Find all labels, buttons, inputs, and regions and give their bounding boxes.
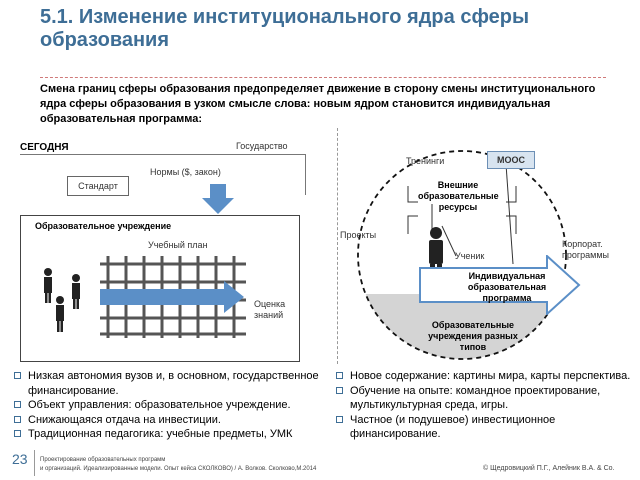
ecosystem-circle bbox=[357, 150, 567, 360]
list-item: Объект управления: образовательное учреж… bbox=[14, 398, 336, 413]
iep-label: Индивидуальная образовательная программа bbox=[467, 271, 547, 303]
list-item: Обучение на опыте: командное проектирова… bbox=[336, 384, 636, 413]
down-arrow-icon bbox=[202, 184, 234, 214]
source-line-2: и организаций. Идеализированные модели. … bbox=[40, 466, 317, 472]
standard-box: Стандарт bbox=[67, 176, 129, 196]
page-title: 5.1. Изменение институционального ядра с… bbox=[40, 6, 530, 51]
assessment-label: Оценка знаний bbox=[254, 299, 286, 320]
institutions-label: Образовательные учреждения разных типов bbox=[428, 320, 518, 352]
bullet-icon bbox=[14, 430, 21, 437]
student-group-icon bbox=[44, 268, 80, 332]
list-item: Традиционная педагогика: учебные предмет… bbox=[14, 427, 336, 442]
list-item: Низкая автономия вузов и, в основном, го… bbox=[14, 369, 336, 398]
list-item: Снижающаяся отдача на инвестиции. bbox=[14, 413, 336, 428]
source-line-1: Проектирование образовательных программ bbox=[40, 457, 166, 463]
institution-label: Образовательное учреждение bbox=[35, 221, 172, 231]
curriculum-grid bbox=[100, 256, 246, 338]
external-resources-label: Внешние образовательные ресурсы bbox=[418, 180, 499, 212]
copyright: © Щедровицкий П.Г., Алейник В.А. & Co. bbox=[483, 465, 615, 472]
mooc-box: MOOC bbox=[487, 151, 535, 169]
trainings-label: Тренинги bbox=[406, 156, 445, 166]
bullet-icon bbox=[14, 401, 21, 408]
institution-box bbox=[20, 215, 300, 362]
bullet-icon bbox=[14, 372, 21, 379]
list-item: Частное (и подушевое) инвестиционное фин… bbox=[336, 413, 636, 442]
title-divider bbox=[40, 77, 606, 78]
curriculum-label: Учебный план bbox=[148, 240, 208, 250]
footer-divider bbox=[34, 450, 35, 476]
projects-label: Проекты bbox=[340, 230, 377, 240]
student-label: Ученик bbox=[455, 251, 485, 261]
corporate-label: Корпорат. программы bbox=[562, 239, 610, 260]
bullet-icon bbox=[336, 415, 343, 423]
today-label: СЕГОДНЯ bbox=[20, 142, 69, 153]
left-bullet-list: Низкая автономия вузов и, в основном, го… bbox=[14, 369, 336, 442]
iep-arrow-icon bbox=[419, 255, 581, 315]
list-item: Новое содержание: картины мира, карты пе… bbox=[336, 369, 636, 384]
bullet-icon bbox=[336, 386, 343, 394]
norms-label: Нормы ($, закон) bbox=[150, 167, 221, 177]
page-number: 23 bbox=[12, 451, 28, 467]
state-bracket bbox=[20, 154, 306, 195]
bullet-icon bbox=[14, 415, 21, 423]
state-label: Государство bbox=[236, 141, 288, 151]
column-divider bbox=[337, 128, 338, 364]
right-bullet-list: Новое содержание: картины мира, карты пе… bbox=[336, 369, 636, 442]
bullet-icon bbox=[336, 372, 343, 379]
intro-text: Смена границ сферы образования предопред… bbox=[40, 83, 596, 125]
